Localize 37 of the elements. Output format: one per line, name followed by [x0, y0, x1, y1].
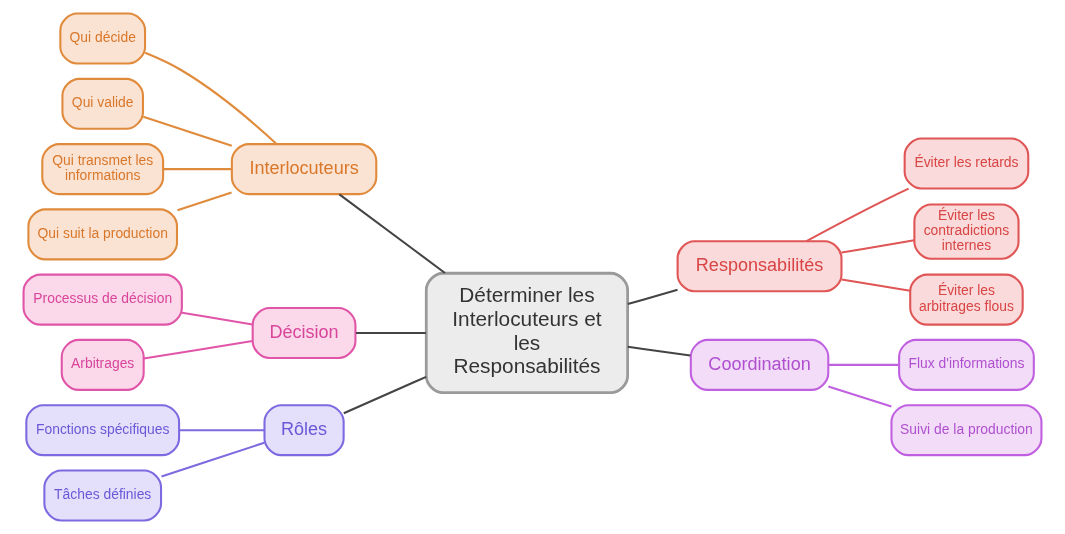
node-box: Fonctions spécifiques [25, 404, 181, 457]
node-box: Éviter les arbitrages flous [909, 273, 1024, 326]
node-box: Coordination [689, 338, 830, 391]
node-box: Processus de décision [22, 273, 183, 326]
node-box: Déterminer les Interlocuteurs et les Responsabilités [424, 271, 629, 395]
connector [841, 239, 915, 254]
connector [828, 363, 899, 366]
connector [143, 340, 253, 360]
node-box: Responsabilités [676, 240, 843, 293]
connector [161, 441, 265, 478]
connector [841, 278, 911, 292]
node-box: Qui décide [59, 12, 147, 65]
node-box: Interlocuteurs [230, 143, 378, 196]
node-box: Flux d'informations [898, 338, 1035, 391]
node-box: Qui suit la production [27, 208, 179, 261]
node-box: Arbitrages [60, 338, 145, 391]
connector [177, 191, 232, 212]
connector [163, 168, 232, 171]
connector [627, 345, 691, 357]
node-box: Qui valide [61, 77, 144, 130]
connector [179, 429, 265, 432]
connector [806, 187, 910, 243]
connector [338, 193, 446, 274]
connector [143, 115, 233, 147]
connector [144, 51, 278, 145]
connector [343, 375, 427, 415]
connector [627, 288, 678, 306]
connector [828, 385, 892, 408]
node-box: Tâches définies [43, 469, 163, 522]
connector [181, 311, 253, 326]
node-box: Éviter les contradictions internes [913, 203, 1020, 260]
node-box: Éviter les retards [903, 137, 1030, 190]
node-box: Qui transmet les informations [41, 143, 165, 196]
node-box: Décision [251, 306, 357, 359]
connector [355, 331, 426, 334]
node-box: Suivi de la production [890, 404, 1043, 457]
node-box: Rôles [263, 404, 345, 457]
